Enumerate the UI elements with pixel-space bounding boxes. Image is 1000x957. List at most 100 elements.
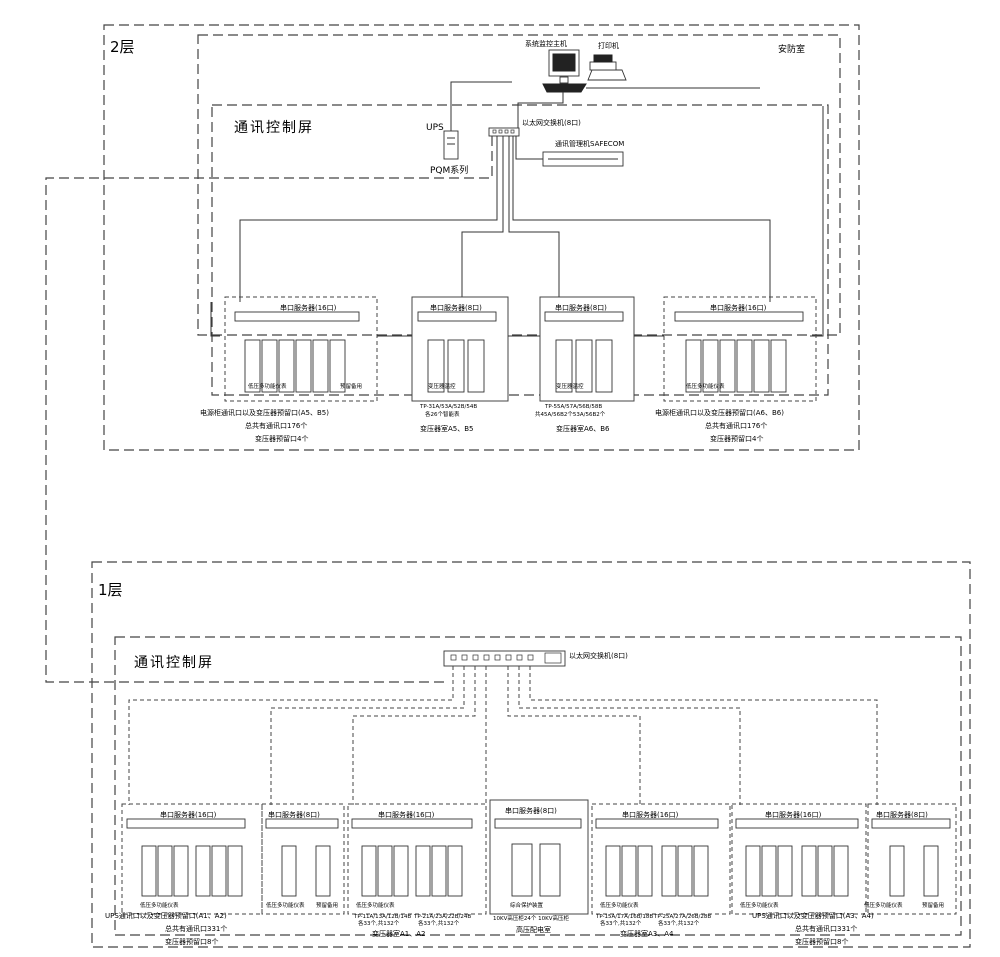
f1-note-g4c: TP-25A/27A/26B/28B	[653, 914, 711, 920]
floor2-control-screen-boundary	[211, 104, 829, 396]
f1-link-6	[518, 666, 741, 805]
svg-text:变压器温控: 变压器温控	[428, 382, 456, 390]
svg-text:串口服务器(8口): 串口服务器(8口)	[555, 303, 607, 312]
f2-note-2a: TP-31A/53A/52B/54B	[419, 404, 477, 410]
f1-note-g2e: 变压器室A1、A2	[372, 929, 425, 938]
f2-note-2b: 各26个智能表	[425, 410, 460, 418]
f1-note-g1a: UPS通讯口以及变压器预留口(A1、A2)	[105, 911, 227, 920]
svg-text:低压多功能仪表: 低压多功能仪表	[740, 901, 779, 909]
link-host-switch	[517, 92, 564, 128]
svg-text:串口服务器(8口): 串口服务器(8口)	[505, 806, 557, 815]
svg-text:串口服务器(16口): 串口服务器(16口)	[710, 303, 767, 312]
monitor-host	[542, 49, 587, 93]
link-switch-comm	[515, 136, 543, 160]
monitor-host-label: 系统监控主机	[525, 39, 567, 48]
f1-note-g2d: 各33个,共132个	[418, 919, 460, 927]
svg-text:低压多功能仪表: 低压多功能仪表	[686, 382, 725, 390]
floor2-boundary	[103, 24, 860, 451]
svg-text:串口服务器(16口): 串口服务器(16口)	[378, 810, 435, 819]
f1-link-1	[128, 666, 454, 805]
f1-note-g3b: 高压配电室	[516, 925, 551, 934]
f1-link-7	[529, 666, 878, 805]
link-bus-right-outer	[810, 106, 824, 337]
f1-note-g4b: 各33个,共132个	[600, 919, 642, 927]
f1-note-g5c: 变压器预留口8个	[795, 937, 848, 946]
f2-note-4b: 总共有通讯口176个	[705, 421, 767, 430]
f1-link-2	[270, 666, 465, 805]
pqm-device	[443, 130, 459, 160]
svg-text:串口服务器(8口): 串口服务器(8口)	[430, 303, 482, 312]
floor1-server-2: 串口服务器(8口) 低压多功能仪表 预留备用	[261, 803, 345, 915]
floor1-boundary	[91, 561, 971, 948]
f2-note-3a: TP-55A/57A/56B/58B	[544, 404, 602, 410]
floor1-switch-label: 以太网交换机(8口)	[569, 651, 628, 660]
svg-text:变压器温控: 变压器温控	[556, 382, 584, 390]
f2-note-1c: 变压器预留口4个	[255, 434, 308, 443]
link-switch-server3	[508, 136, 560, 302]
link-floor-trunk	[45, 136, 493, 683]
link-ups-switch	[450, 81, 512, 131]
floor1-ethernet-switch	[443, 650, 566, 667]
printer-label: 打印机	[598, 41, 619, 50]
link-bus-left-outer	[210, 302, 220, 337]
floor2-label: 2层	[110, 38, 135, 56]
comm-manager-device	[542, 151, 624, 167]
svg-text:串口服务器(8口): 串口服务器(8口)	[876, 810, 928, 819]
f2-note-1a: 电源柜通讯口以及变压器预留口(A5、B5)	[200, 408, 329, 417]
floor1-server-1: 串口服务器(16口) 低压多功能仪表	[121, 803, 263, 915]
f1-note-g2c: TP-21A/23A/22B/24B	[413, 914, 471, 920]
f1-note-g1c: 变压器预留口8个	[165, 937, 218, 946]
f1-note-g5a: UPS通讯口以及变压器预留口(A3、A4)	[752, 911, 874, 920]
svg-text:串口服务器(16口): 串口服务器(16口)	[160, 810, 217, 819]
svg-text:预留备用: 预留备用	[316, 901, 338, 909]
f2-note-2c: 变压器室A5、B5	[420, 424, 474, 433]
comm-manager-label: 通讯管理机SAFECOM	[555, 139, 624, 148]
link-switch-bus-right	[512, 136, 771, 302]
svg-text:低压多功能仪表: 低压多功能仪表	[600, 901, 639, 909]
floor2-ethernet-switch	[488, 127, 520, 137]
svg-text:低压多功能仪表: 低压多功能仪表	[248, 382, 287, 390]
svg-text:串口服务器(16口): 串口服务器(16口)	[765, 810, 822, 819]
floor1-server-6: 串口服务器(16口) 低压多功能仪表	[731, 803, 867, 915]
svg-text:串口服务器(16口): 串口服务器(16口)	[622, 810, 679, 819]
f2-note-3c: 变压器室A6、B6	[556, 424, 610, 433]
pqm-label: PQM系列	[430, 164, 468, 176]
floor1-control-screen-boundary	[114, 636, 962, 936]
svg-text:低压多功能仪表: 低压多功能仪表	[140, 901, 179, 909]
ups-label: UPS	[426, 123, 444, 133]
floor2-switch-label: 以太网交换机(8口)	[522, 118, 581, 127]
svg-text:串口服务器(8口): 串口服务器(8口)	[268, 810, 320, 819]
f2-note-3b: 共45A/56B2个53A/56B2个	[535, 410, 606, 418]
security-room-boundary	[197, 34, 841, 336]
floor1-server-5: 串口服务器(16口) 低压多功能仪表	[591, 803, 731, 915]
floor2-server-3: 串口服务器(8口) 变压器温控	[539, 296, 635, 402]
svg-text:综合保护装置: 综合保护装置	[510, 901, 544, 909]
link-switch-server2	[461, 136, 504, 302]
f2-note-4c: 变压器预留口4个	[710, 434, 763, 443]
f1-note-g4e: 变压器室A3、A4	[620, 929, 674, 938]
f1-link-3	[352, 666, 476, 805]
f2-note-4a: 电源柜通讯口以及变压器预留口(A6、B6)	[655, 408, 784, 417]
printer-icon	[587, 54, 627, 81]
floor1-server-7: 串口服务器(8口) 低压多功能仪表 预留备用	[864, 803, 957, 915]
link-switch-bus-left	[239, 136, 498, 302]
f1-note-g2b: 各33个,共132个	[358, 919, 400, 927]
f2-note-1b: 总共有通讯口176个	[245, 421, 307, 430]
f1-link-5	[507, 666, 641, 805]
svg-text:低压多功能仪表: 低压多功能仪表	[356, 901, 395, 909]
floor2-server-4: 串口服务器(16口) 低压多功能仪表	[663, 296, 817, 402]
floor1-control-screen-label: 通讯控制屏	[134, 655, 214, 671]
security-room-label: 安防室	[778, 43, 805, 55]
f1-note-g5b: 总共有通讯口331个	[795, 924, 857, 933]
floor1-server-3: 串口服务器(16口) 低压多功能仪表	[347, 803, 487, 915]
svg-text:低压多功能仪表: 低压多功能仪表	[266, 901, 305, 909]
f1-note-g2a: TP-11A/13A/12B/14B	[353, 914, 411, 920]
floor2-control-screen-label: 通讯控制屏	[234, 120, 314, 136]
f1-note-g4d: 各33个,共132个	[658, 919, 700, 927]
f1-note-g3a: 10KV高压柜24个 10KV高压柜	[493, 914, 569, 922]
svg-text:串口服务器(16口): 串口服务器(16口)	[280, 303, 337, 312]
svg-text:预留备用: 预留备用	[340, 382, 362, 390]
floor1-server-4: 串口服务器(8口) 综合保护装置	[489, 799, 589, 915]
svg-text:预留备用: 预留备用	[922, 901, 944, 909]
